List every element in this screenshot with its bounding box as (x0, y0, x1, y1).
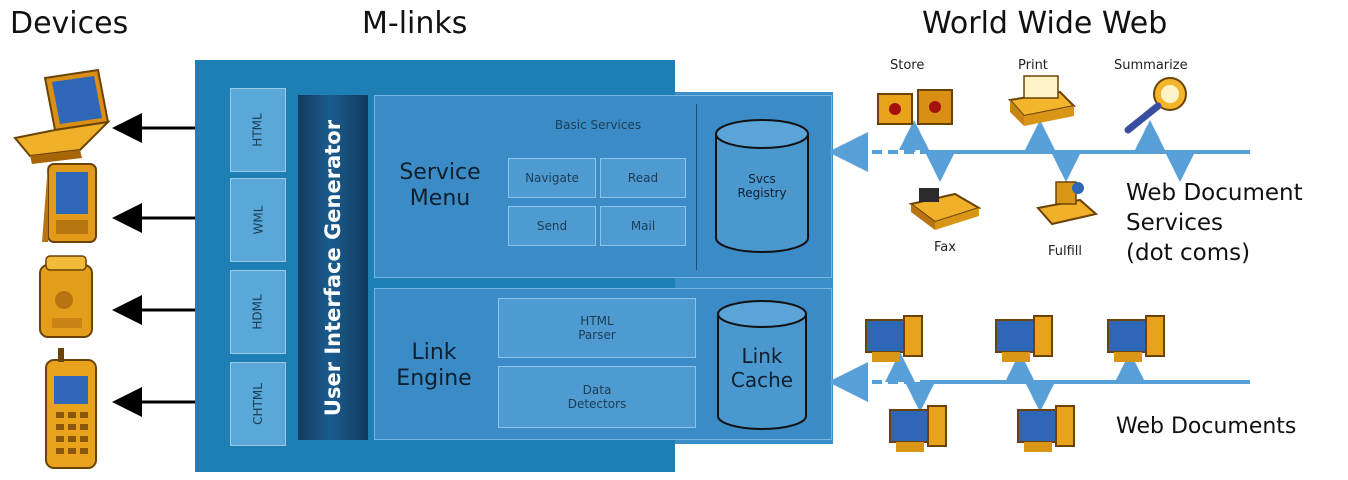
web-documents-label: Web Documents (1116, 414, 1297, 439)
svcs-registry-cylinder (715, 119, 809, 253)
computer-icon-2 (995, 315, 1053, 362)
basic-services-label: Basic Services (554, 118, 642, 132)
format-hdml: HDML (230, 270, 286, 354)
summarize-icon (1124, 77, 1187, 134)
format-html: HTML (230, 88, 286, 172)
send-button: Send (508, 206, 596, 246)
web-services-label: Web Document Services (dot coms) (1126, 180, 1303, 266)
read-button: Read (600, 158, 686, 198)
html-parser-box: HTML Parser (498, 298, 696, 358)
www-title: World Wide Web (922, 6, 1168, 41)
data-detectors-box: Data Detectors (498, 366, 696, 428)
print-icon (1008, 75, 1077, 126)
summarize-label: Summarize (1114, 58, 1188, 73)
web-connections (830, 120, 1250, 412)
print-label: Print (1018, 58, 1048, 73)
link-cache-label: Link Cache (730, 344, 794, 392)
computer-icon-4 (889, 405, 947, 452)
mlinks-title: M-links (362, 6, 468, 41)
store-icon (877, 89, 953, 125)
computer-icon-1 (865, 315, 923, 362)
link-engine-title: Link Engine (396, 340, 472, 391)
computer-icon-3 (1107, 315, 1165, 362)
laptop-icon (13, 68, 111, 164)
ui-generator-bar: User Interface Generator (298, 95, 368, 440)
link-cache-cylinder (717, 300, 807, 430)
service-divider (696, 104, 697, 270)
devices-title: Devices (10, 6, 129, 41)
service-menu-title: Service Menu (399, 160, 481, 211)
format-wml: WML (230, 178, 286, 262)
mail-button: Mail (600, 206, 686, 246)
cellphone-icon (45, 348, 97, 469)
svcs-registry-label: Svcs Registry (737, 172, 787, 200)
fulfill-icon (1036, 181, 1099, 226)
format-chtml: CHTML (230, 362, 286, 446)
pager-icon (39, 255, 93, 338)
computer-icon-5 (1017, 405, 1075, 452)
navigate-button: Navigate (508, 158, 596, 198)
fulfill-label: Fulfill (1048, 244, 1083, 259)
store-label: Store (890, 58, 925, 73)
fax-icon (908, 188, 982, 230)
pda-icon (42, 163, 97, 243)
devices-column (13, 68, 111, 469)
fax-label: Fax (934, 240, 956, 255)
